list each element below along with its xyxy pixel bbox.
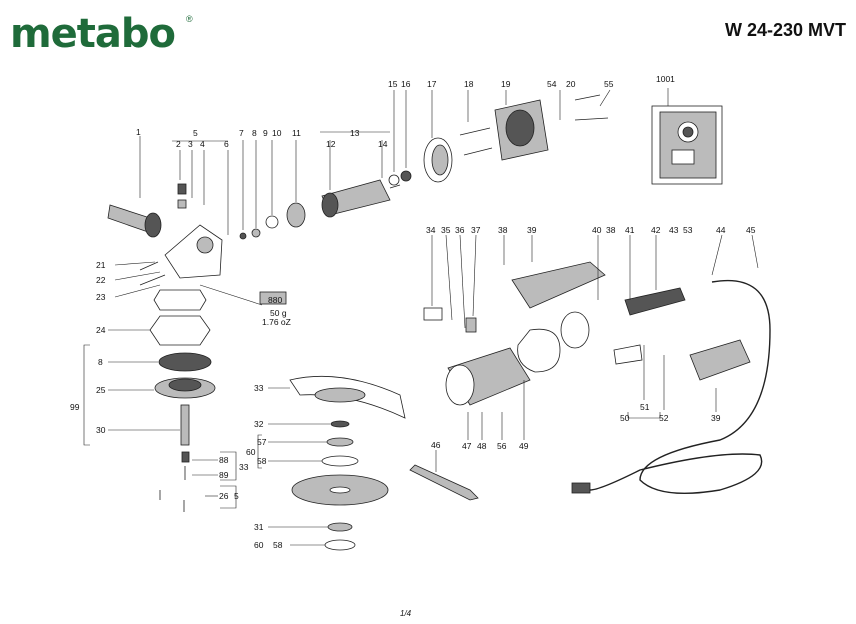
callout-56: 56 bbox=[497, 441, 507, 451]
callout-40: 40 bbox=[592, 225, 602, 235]
callout-43: 43 bbox=[669, 225, 679, 235]
grease-weight-oz: 1.76 oZ bbox=[262, 317, 291, 327]
callout-52: 52 bbox=[659, 413, 669, 423]
switch-parts bbox=[597, 235, 686, 365]
callout-49: 49 bbox=[519, 441, 529, 451]
inset-label-1001: 1001 bbox=[656, 74, 675, 84]
callout-50: 50 bbox=[620, 413, 630, 423]
callout-labels: 1 5 2 3 4 6 7 8 9 10 11 13 12 14 15 16 1… bbox=[70, 74, 756, 550]
small-parts-34-38 bbox=[423, 234, 505, 333]
callout-35: 35 bbox=[441, 225, 451, 235]
callout-8-gear: 8 bbox=[98, 357, 103, 367]
callout-36: 36 bbox=[455, 225, 465, 235]
callout-42: 42 bbox=[651, 225, 661, 235]
model-title: W 24-230 MVT bbox=[724, 20, 846, 40]
callout-89: 89 bbox=[219, 470, 229, 480]
flange-and-disc bbox=[257, 420, 389, 551]
trademark-symbol: ® bbox=[186, 14, 193, 24]
wheel-guard-33 bbox=[268, 375, 406, 419]
callout-46: 46 bbox=[431, 440, 441, 450]
callout-16: 16 bbox=[401, 79, 411, 89]
callout-33: 33 bbox=[254, 383, 264, 393]
callout-12: 12 bbox=[326, 139, 336, 149]
callout-34: 34 bbox=[426, 225, 436, 235]
callout-51: 51 bbox=[640, 402, 650, 412]
callout-21: 21 bbox=[96, 260, 106, 270]
callout-55: 55 bbox=[604, 79, 614, 89]
callout-32: 32 bbox=[254, 419, 264, 429]
callout-13: 13 bbox=[350, 128, 360, 138]
callout-37: 37 bbox=[471, 225, 481, 235]
gear-head-part bbox=[164, 140, 229, 279]
callout-38-b: 38 bbox=[606, 225, 616, 235]
bearing-parts-7-11 bbox=[239, 140, 306, 240]
fan-baffle-17 bbox=[423, 90, 453, 183]
callout-23: 23 bbox=[96, 292, 106, 302]
callout-39: 39 bbox=[527, 225, 537, 235]
rear-handle-39 bbox=[511, 235, 751, 412]
callout-3: 3 bbox=[188, 139, 193, 149]
grease-tube bbox=[199, 284, 287, 306]
callout-11: 11 bbox=[292, 128, 301, 138]
callout-10: 10 bbox=[272, 128, 282, 138]
grease-code: 880 bbox=[268, 295, 282, 305]
spanner-46 bbox=[409, 450, 479, 501]
callout-4: 4 bbox=[200, 139, 205, 149]
callout-47: 47 bbox=[462, 441, 472, 451]
callout-54: 54 bbox=[547, 79, 557, 89]
callout-24: 24 bbox=[96, 325, 106, 335]
callout-44: 44 bbox=[716, 225, 726, 235]
power-cable bbox=[571, 234, 771, 494]
callout-45: 45 bbox=[746, 225, 756, 235]
stator-19 bbox=[459, 89, 611, 161]
callout-41: 41 bbox=[625, 225, 635, 235]
callout-39-b: 39 bbox=[711, 413, 721, 423]
callout-88: 88 bbox=[219, 455, 229, 465]
grease-weight-g: 50 g bbox=[270, 308, 287, 318]
metabo-logo: metabo bbox=[10, 11, 176, 57]
callout-22: 22 bbox=[96, 275, 106, 285]
page-number: 1/4 bbox=[400, 609, 412, 618]
callout-99: 99 bbox=[70, 402, 80, 412]
callout-25: 25 bbox=[96, 385, 106, 395]
brackets-50-52 bbox=[627, 345, 665, 419]
callout-60: 60 bbox=[246, 447, 256, 457]
callout-6: 6 bbox=[224, 139, 229, 149]
callout-19: 19 bbox=[501, 79, 511, 89]
callout-31: 31 bbox=[254, 522, 264, 532]
callout-60-b: 60 bbox=[254, 540, 264, 550]
callout-20: 20 bbox=[566, 79, 576, 89]
side-handle-part bbox=[107, 136, 162, 238]
callout-26: 26 bbox=[219, 491, 229, 501]
inset-box-1001 bbox=[651, 88, 723, 185]
callout-58-b: 58 bbox=[273, 540, 283, 550]
callout-57: 57 bbox=[257, 437, 267, 447]
callout-2: 2 bbox=[176, 139, 181, 149]
callout-5: 5 bbox=[193, 128, 198, 138]
callout-30: 30 bbox=[96, 425, 106, 435]
callout-53: 53 bbox=[683, 225, 693, 235]
callout-58: 58 bbox=[257, 456, 267, 466]
callout-48: 48 bbox=[477, 441, 487, 451]
spindle-assembly bbox=[83, 344, 216, 446]
callout-9: 9 bbox=[263, 128, 268, 138]
callout-5-b: 5 bbox=[234, 491, 239, 501]
callout-8: 8 bbox=[252, 128, 257, 138]
callout-17: 17 bbox=[427, 79, 437, 89]
small-parts-88-89-26 bbox=[159, 451, 237, 512]
motor-housing-47 bbox=[445, 311, 590, 440]
armature-assembly bbox=[320, 90, 412, 218]
callout-18: 18 bbox=[464, 79, 474, 89]
gasket-24 bbox=[108, 289, 211, 346]
screws-21-23 bbox=[114, 261, 166, 298]
callout-38: 38 bbox=[498, 225, 508, 235]
callout-33-b: 33 bbox=[239, 462, 249, 472]
callout-7: 7 bbox=[239, 128, 244, 138]
callout-1: 1 bbox=[136, 127, 141, 137]
callout-15: 15 bbox=[388, 79, 398, 89]
callout-14: 14 bbox=[378, 139, 388, 149]
